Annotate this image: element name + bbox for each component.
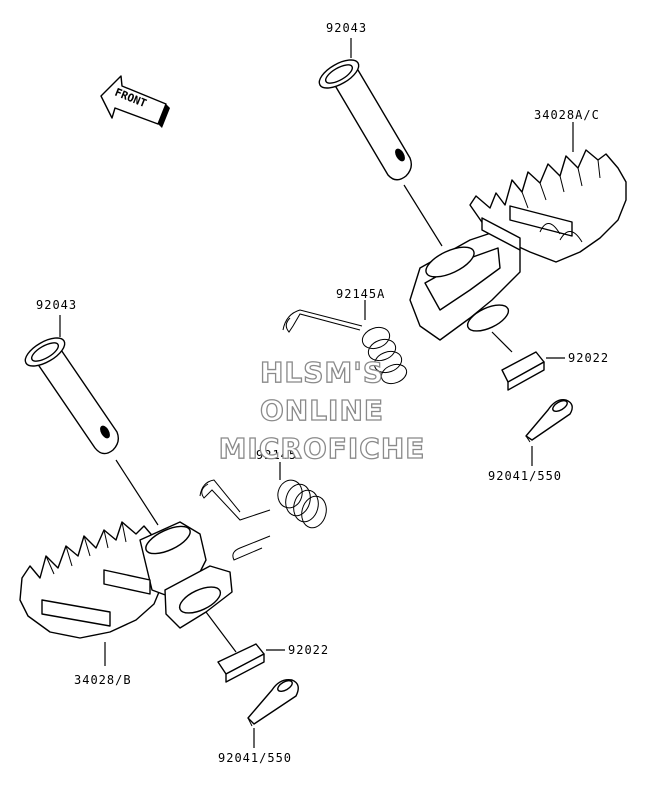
label-footpeg-right: 34028A/C: [534, 108, 600, 122]
watermark-line-1: HLSM'S: [260, 356, 384, 389]
front-arrow-icon: FRONT: [100, 75, 170, 128]
pin-upper[interactable]: [315, 54, 413, 181]
cotter-upper[interactable]: [525, 399, 573, 443]
spring-upper[interactable]: [282, 309, 409, 387]
footpeg-left[interactable]: [19, 521, 233, 639]
footpeg-right[interactable]: [409, 149, 627, 341]
label-cotter-lower: 92041/550: [218, 751, 292, 765]
label-washer-upper: 92022: [568, 351, 609, 365]
spring-lower[interactable]: [199, 477, 330, 561]
label-pin-upper: 92043: [326, 21, 367, 35]
label-washer-lower: 92022: [288, 643, 329, 657]
label-spring-upper: 92145A: [336, 287, 385, 301]
watermark-line-3: MICROFICHE: [219, 432, 426, 465]
label-pin-lower: 92043: [36, 298, 77, 312]
washer-lower[interactable]: [217, 643, 265, 683]
watermark-line-2: ONLINE: [260, 394, 384, 427]
label-cotter-upper: 92041/550: [488, 469, 562, 483]
label-spring-lower: 92145: [256, 448, 297, 462]
washer-upper[interactable]: [501, 351, 545, 391]
label-footpeg-left: 34028/B: [74, 673, 132, 687]
cotter-lower[interactable]: [247, 679, 299, 727]
pin-lower[interactable]: [21, 332, 120, 455]
watermark: HLSM'S ONLINE MICROFICHE: [218, 355, 426, 465]
